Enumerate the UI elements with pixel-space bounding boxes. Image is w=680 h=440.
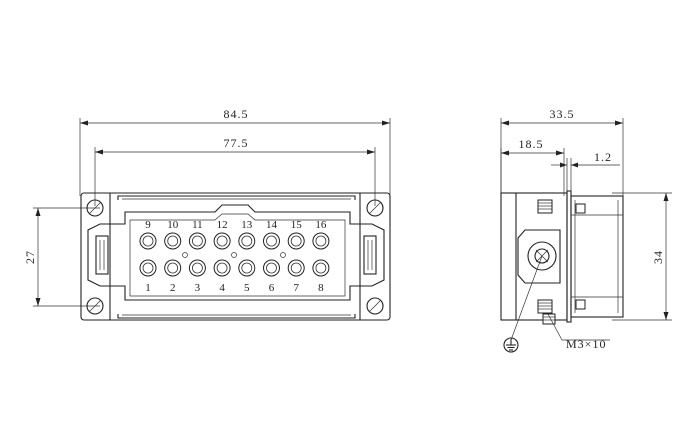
pin-label-16: 16: [315, 219, 327, 231]
pin-array: [139, 232, 330, 277]
front-view: 84.5 77.5 27: [23, 107, 391, 321]
contact-pin-3-inner: [191, 262, 203, 274]
dim-label-18-5: 18.5: [519, 137, 544, 151]
contact-pin-10-inner: [167, 235, 179, 247]
pin-label-1: 1: [145, 282, 151, 294]
contact-pin-11-inner: [191, 235, 203, 247]
pin-label-6: 6: [269, 282, 275, 294]
contact-pin-2-inner: [167, 262, 179, 274]
contact-pin-4-inner: [216, 262, 228, 274]
pin-label-14: 14: [266, 219, 278, 231]
dim-label-84-5: 84.5: [224, 107, 249, 121]
pin-label-4: 4: [219, 282, 225, 294]
mounting-screws: [86, 199, 384, 315]
dim-height-27: 27: [23, 207, 100, 307]
dim-label-33-5: 33.5: [550, 107, 575, 121]
contact-pin-13-inner: [241, 235, 253, 247]
contact-pin-16-inner: [315, 235, 327, 247]
contact-pin-12-inner: [216, 235, 228, 247]
screw-leader: [547, 313, 563, 341]
pin-label-10: 10: [167, 219, 179, 231]
guide-hole-1: [182, 252, 188, 258]
dim-label-1-2: 1.2: [594, 150, 612, 164]
contact-pin-1-inner: [142, 262, 154, 274]
locking-clips: [95, 235, 377, 275]
dim-gap-1-2: 1.2: [551, 150, 620, 196]
pin-labels: 9 1 10 2 11 3 12 4 13 5 14 6 15 7 16 8: [145, 219, 327, 294]
guide-hole-3: [280, 252, 286, 258]
dim-depth-18-5: 18.5: [500, 137, 565, 196]
ground-leader: [510, 255, 543, 341]
side-view: 33.5 18.5 1.2 34: [500, 107, 672, 353]
screw-spec-label: M3×10: [566, 337, 606, 351]
dim-label-27: 27: [23, 250, 37, 264]
pin-label-2: 2: [170, 282, 176, 294]
pin-label-13: 13: [241, 219, 253, 231]
contact-pin-6-inner: [266, 262, 277, 274]
contact-pin-9-inner: [142, 235, 154, 247]
dim-height-34: 34: [612, 192, 672, 321]
ground-terminal: [517, 229, 561, 284]
pin-label-8: 8: [318, 282, 324, 294]
pin-label-11: 11: [192, 219, 203, 231]
pin-label-12: 12: [217, 219, 228, 231]
dim-total-width: 84.5: [79, 107, 391, 196]
side-body: [500, 192, 568, 321]
flange-outline: [80, 192, 391, 321]
insert-outline: [87, 204, 385, 301]
side-hatched-screws: [537, 199, 586, 325]
pin-label-3: 3: [195, 282, 201, 294]
guide-hole-2: [231, 252, 237, 258]
contact-pin-7-inner: [290, 262, 302, 274]
dim-inner-width: 77.5: [94, 136, 376, 206]
pin-label-9: 9: [145, 219, 151, 231]
contact-pin-8-inner: [315, 262, 327, 274]
pin-label-5: 5: [244, 282, 250, 294]
dim-label-77-5: 77.5: [224, 136, 249, 150]
side-insert: [570, 195, 624, 318]
pin-label-7: 7: [293, 282, 299, 294]
ground-symbol-icon: [503, 337, 519, 353]
contact-pin-14-inner: [266, 235, 277, 247]
contact-pin-15-inner: [290, 235, 302, 247]
dim-label-34: 34: [651, 250, 665, 264]
pin-label-15: 15: [291, 219, 303, 231]
contact-pin-5-inner: [241, 262, 253, 274]
